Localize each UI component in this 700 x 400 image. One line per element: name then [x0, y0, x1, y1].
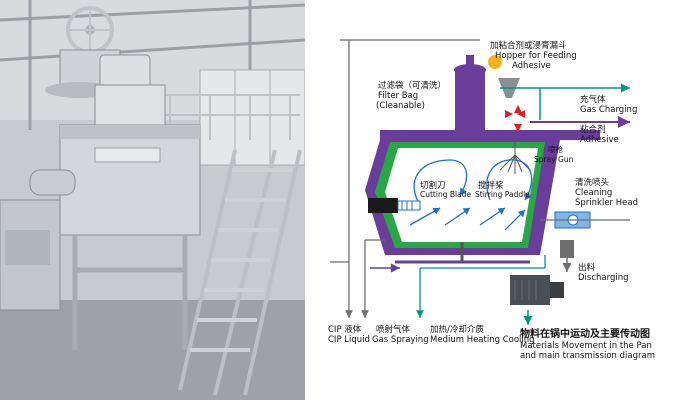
movement-label-en1: Materials Movement in the Pan [520, 341, 652, 351]
cleaning-label-en1: Cleaning [575, 188, 612, 198]
discharge-outlet [560, 240, 574, 272]
spray-arrows [505, 105, 525, 132]
gas-charging-line [500, 83, 630, 120]
floor [0, 300, 305, 400]
stair-steps [190, 168, 292, 352]
medium-label-en: Medium Heating Cooling [430, 335, 535, 345]
top-railing [150, 94, 300, 140]
filter-label-en1: Filter Bag [378, 91, 418, 101]
mixer-vessel [29, 84, 201, 236]
medium-line [416, 255, 546, 318]
hopper-label-en1: Hopper for Feeding [495, 51, 577, 61]
movement-label-en2: and main transmission diagram [520, 351, 655, 361]
adhesive-label-en: Adhesive [580, 135, 619, 145]
cleaning-label-cn: 清洗喷头 [575, 177, 610, 188]
hopper-label-cn: 加粘合剂或浸膏漏斗 [490, 40, 567, 51]
gas-charging-label-cn: 充气体 [580, 94, 606, 105]
outer-frame [340, 39, 480, 260]
discharge-label-en: Discharging [578, 273, 629, 283]
cutting-blade-label-cn: 切割刀 [420, 180, 446, 191]
adhesive-hopper-ball [488, 55, 502, 69]
cutting-blade [368, 198, 421, 213]
equipment-photo [0, 0, 305, 400]
discharge-label-cn: 出料 [578, 262, 596, 273]
motor [510, 275, 564, 305]
material-flow [409, 159, 533, 231]
bottom-lines [330, 239, 385, 318]
stirring-paddle-label-cn: 搅拌桨 [478, 180, 504, 191]
medium-label-cn: 加热/冷却介质 [430, 324, 484, 335]
mixer-lid [45, 49, 151, 98]
cleaning-label-en2: Sprinkler Head [575, 198, 638, 208]
movement-label-cn: 物料在锅中运动及主要传动图 [520, 327, 650, 340]
filter-label-en2: (Cleanable) [376, 101, 425, 111]
spray-gun-label-cn: 喷枪 [548, 144, 563, 154]
filter-label-cn: 过滤袋（可清洗） [378, 80, 446, 91]
process-diagram: 加粘合剂或浸膏漏斗 Hopper for Feeding Adhesive 过滤… [328, 39, 655, 361]
hopper-label-en2: Adhesive [512, 61, 551, 71]
filter-tower [454, 55, 486, 130]
staircase [178, 149, 302, 396]
handwheel [66, 6, 114, 54]
gas-spraying-label-en: Gas Spraying [372, 335, 429, 345]
adhesive-label-cn: 粘合剂 [580, 124, 606, 135]
cutting-blade-label-en: Cutting Blade [420, 190, 471, 199]
side-machine [0, 199, 61, 311]
cip-label-en: CIP Liquid [328, 335, 370, 345]
spray-gun-label-en: Spray Gun [534, 155, 574, 164]
base-shaft [395, 242, 530, 264]
gas-charging-label-en: Gas Charging [580, 105, 637, 115]
vessel-interior [385, 148, 538, 242]
cip-label-cn: CIP 液体 [328, 324, 362, 335]
support-frame [72, 235, 188, 350]
stirring-paddle-label-en: Stirring Paddle [475, 190, 530, 199]
gas-spraying-label-cn: 喷射气体 [376, 324, 411, 335]
